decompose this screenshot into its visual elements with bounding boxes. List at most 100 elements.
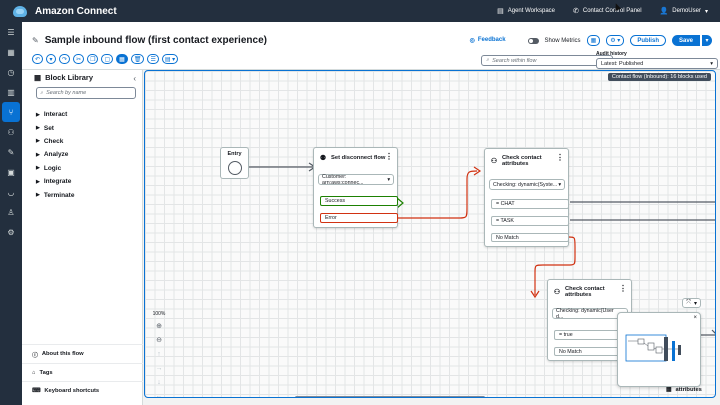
port-label: Success: [325, 198, 346, 204]
category-integrate[interactable]: ▶Integrate: [36, 175, 74, 188]
disconnect-flow-select[interactable]: Customer: arn:aws:connec...▾: [318, 174, 394, 186]
cut-button[interactable]: ✂: [73, 54, 85, 64]
category-analyze[interactable]: ▶Analyze: [36, 148, 74, 161]
grid-view-button[interactable]: ▦: [586, 35, 601, 46]
undo-dropdown[interactable]: ▾: [46, 54, 57, 64]
save-options-button[interactable]: ▾: [701, 35, 712, 46]
check-attribute-select[interactable]: Checking: dynamic(Syste...▾: [489, 179, 565, 190]
keyboard-icon: ⌨: [32, 388, 41, 394]
block-title-text: Check contact attributes: [502, 155, 542, 167]
port-label: No Match: [559, 348, 582, 355]
layout-dropdown[interactable]: ▤ ▾: [161, 54, 179, 64]
select-mode-button[interactable]: ▦: [116, 54, 128, 64]
block-menu-icon[interactable]: ⋮: [619, 284, 627, 293]
dashboard-icon[interactable]: ▦: [7, 47, 15, 57]
info-icon: ⓘ: [32, 352, 38, 359]
pan-left-icon[interactable]: ←: [155, 392, 163, 398]
port-error[interactable]: Error: [320, 213, 398, 223]
audit-history-select[interactable]: Latest: Published ▾: [596, 58, 718, 69]
routing-icon[interactable]: ⑂: [2, 102, 20, 122]
category-label: Analyze: [43, 151, 69, 159]
agent-workspace-link[interactable]: ▤Agent Workspace: [497, 7, 555, 15]
block-set-disconnect-flow[interactable]: ⚉Set disconnect flow ⋮ Customer: arn:aws…: [313, 147, 398, 228]
minimap[interactable]: ×: [617, 312, 701, 387]
publish-button[interactable]: Publish: [630, 35, 666, 46]
settings-icon[interactable]: ⚙: [7, 227, 15, 237]
zoom-controls: 100% ⊕ ⊖ ↑ → ↓ ←: [151, 311, 167, 398]
show-metrics-label: Show Metrics: [544, 37, 581, 44]
port-success[interactable]: Success: [320, 196, 398, 206]
analytics-icon[interactable]: ▥: [7, 87, 15, 97]
canvas-toolbar: ↶ ▾ ↷ ✂ ❐ ▢ ▦ 🗑 ☰ ▤ ▾: [32, 54, 179, 64]
category-label: Terminate: [43, 191, 75, 199]
headset-icon[interactable]: ◡: [7, 187, 15, 197]
ccp-link[interactable]: ✆Contact Control Panel: [573, 7, 642, 15]
block-library-header: ▦ Block Library: [34, 73, 93, 82]
clipped-block-title[interactable]: ▦ attributes: [666, 387, 702, 393]
block-title: ⚇Check contact attributes: [548, 280, 631, 298]
top-bar: Amazon Connect ▤Agent Workspace ✆Contact…: [0, 0, 720, 22]
keyboard-shortcuts-item[interactable]: ⌨Keyboard shortcuts: [22, 381, 143, 400]
chevron-down-icon: ▾: [387, 176, 390, 183]
block-menu-icon[interactable]: ⋮: [556, 153, 564, 162]
category-set[interactable]: ▶Set: [36, 121, 74, 134]
block-library-title: Block Library: [45, 73, 94, 82]
menu-icon[interactable]: ☰: [7, 27, 15, 37]
port-label: = CHAT: [496, 201, 515, 207]
category-check[interactable]: ▶Check: [36, 135, 74, 148]
channels-icon[interactable]: ✎: [7, 147, 15, 157]
category-logic[interactable]: ▶Logic: [36, 162, 74, 175]
pencil-icon[interactable]: ✎: [32, 36, 39, 45]
pan-up-icon[interactable]: ↑: [157, 350, 161, 358]
redo-button[interactable]: ↷: [59, 54, 71, 64]
show-metrics-toggle[interactable]: [527, 37, 539, 44]
block-check-contact-attributes[interactable]: ⚇ Check contact attributes ⋮ Checking: dy…: [484, 148, 569, 247]
zoom-out-icon[interactable]: ⊖: [156, 337, 162, 344]
keyboard-shortcuts-label: Keyboard shortcuts: [44, 388, 100, 394]
category-label: Check: [43, 137, 64, 145]
entry-node[interactable]: Entry: [220, 147, 249, 179]
flow-canvas[interactable]: Contact flow (Inbound): 16 blocks used E…: [144, 70, 716, 398]
user-name: DemoUser: [672, 8, 701, 14]
category-label: Set: [43, 124, 54, 132]
library-search-input[interactable]: ⌕ Search by name: [36, 87, 136, 99]
copy-button[interactable]: ❐: [87, 54, 99, 64]
close-icon[interactable]: ×: [693, 315, 697, 321]
feedback-link[interactable]: ◎Feedback: [470, 37, 506, 44]
flow-search-input[interactable]: ⌕ Search within flow: [481, 55, 613, 66]
person-icon[interactable]: ♙: [7, 207, 15, 217]
port-no-match[interactable]: No Match: [491, 233, 569, 242]
workspace-icon: ▤: [497, 8, 504, 15]
title-actions: ◎Feedback Show Metrics ▦ ⚙ ▾ Publish Sav…: [470, 35, 712, 46]
port-task[interactable]: = TASK: [491, 216, 569, 226]
zoom-in-icon[interactable]: ⊕: [156, 323, 162, 330]
flow-header: ✎ Sample inbound flow (first contact exp…: [22, 22, 720, 70]
block-menu-icon[interactable]: ⋮: [385, 152, 393, 161]
save-button[interactable]: Save: [671, 35, 700, 46]
undo-button[interactable]: ↶: [32, 54, 44, 64]
user-menu[interactable]: 👤DemoUser▾: [660, 7, 708, 15]
clock-icon[interactable]: ◷: [7, 67, 15, 77]
check-attributes-icon: ⚇: [490, 158, 498, 165]
tags-item[interactable]: ⌂Tags: [22, 363, 143, 382]
check-attribute-value: Checking: dynamic(Syste...: [493, 181, 558, 188]
fit-view-button[interactable]: ⤧▾: [682, 298, 701, 308]
queues-icon[interactable]: ▣: [7, 167, 15, 177]
settings-dropdown[interactable]: ⚙ ▾: [606, 35, 625, 46]
category-terminate[interactable]: ▶Terminate: [36, 188, 74, 201]
pan-right-icon[interactable]: →: [155, 364, 163, 372]
category-interact[interactable]: ▶Interact: [36, 108, 74, 121]
delete-button[interactable]: 🗑: [130, 54, 145, 64]
pan-down-icon[interactable]: ↓: [157, 378, 161, 386]
audit-history: Audit history Latest: Published ▾: [596, 51, 718, 69]
connector-nomatch: [534, 236, 576, 295]
port-chat[interactable]: = CHAT: [491, 199, 569, 209]
users-icon[interactable]: ⚇: [7, 127, 15, 137]
paste-button[interactable]: ▢: [101, 54, 114, 64]
collapse-library-icon[interactable]: ‹: [133, 74, 136, 83]
library-search-placeholder: Search by name: [46, 90, 87, 96]
feedback-icon: ◎: [469, 38, 475, 44]
horizontal-scrollbar[interactable]: [295, 396, 485, 397]
list-button[interactable]: ☰: [147, 54, 159, 64]
